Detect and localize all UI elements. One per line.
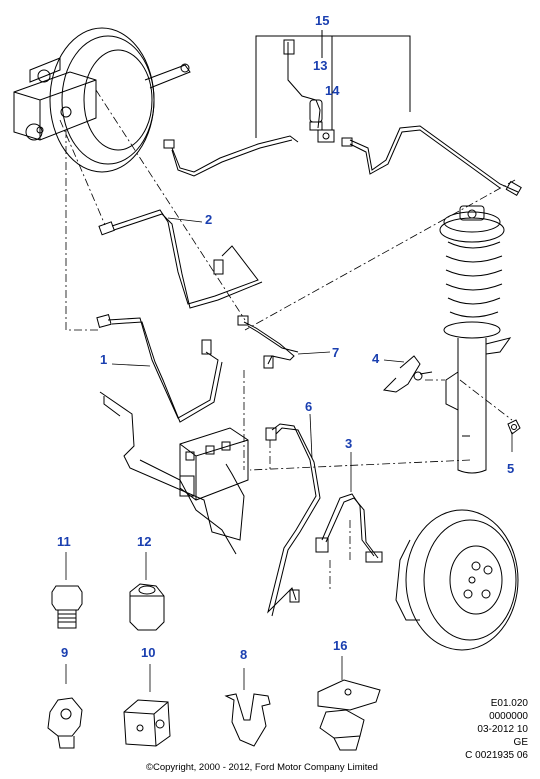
ref-line-1: E01.020 xyxy=(490,698,528,709)
bleed-screw-11 xyxy=(51,585,83,629)
callout-10: 10 xyxy=(141,645,156,660)
callout-13: 13 xyxy=(313,58,328,73)
callout-15: 15 xyxy=(315,13,330,28)
pressure-sensor-13 xyxy=(283,39,323,131)
reference-block: E01.020 0000000 03-2012 10 GE C 0021935 … xyxy=(408,697,528,762)
callout-6: 6 xyxy=(305,399,313,414)
callout-8: 8 xyxy=(240,647,248,662)
pipe-clip-9 xyxy=(47,697,83,749)
ref-line-3: 03-2012 10 xyxy=(477,724,528,735)
leader-lines xyxy=(59,89,516,590)
retaining-clip-8 xyxy=(224,693,271,747)
callout-14: 14 xyxy=(325,83,340,98)
nut-5 xyxy=(507,419,521,435)
copyright-notice: ©Copyright, 2000 - 2012, Ford Motor Comp… xyxy=(146,762,378,773)
abs-module xyxy=(99,391,249,555)
callout-12: 12 xyxy=(137,534,152,549)
callout-16: 16 xyxy=(333,638,348,653)
suspension-strut xyxy=(439,205,512,474)
master-cylinder xyxy=(13,57,97,141)
callout-7: 7 xyxy=(332,345,340,360)
callout-5: 5 xyxy=(507,461,515,476)
callout-leaders xyxy=(65,217,513,692)
brake-pipe-6 xyxy=(265,423,321,617)
brake-disc xyxy=(395,509,519,651)
ref-line-4: GE xyxy=(513,737,528,748)
union-nut-12 xyxy=(129,583,165,631)
bracket-4 xyxy=(382,355,433,393)
callout-2: 2 xyxy=(205,212,213,227)
brake-pipe-7 xyxy=(237,315,299,369)
callout-4: 4 xyxy=(372,351,380,366)
brake-pipe-1 xyxy=(96,314,223,423)
callout-11: 11 xyxy=(57,534,71,549)
callout-15-bracket xyxy=(255,30,411,138)
clip-16 xyxy=(317,679,381,751)
ref-line-5: C 0021935 06 xyxy=(465,750,528,761)
brake-booster xyxy=(49,27,191,173)
brake-pipe-15 xyxy=(163,125,522,197)
brake-pipe-2 xyxy=(98,209,263,309)
callout-9: 9 xyxy=(61,645,69,660)
callout-3: 3 xyxy=(345,436,353,451)
ref-line-2: 0000000 xyxy=(489,711,528,722)
brake-hose-3 xyxy=(315,493,383,563)
pipe-clip-10 xyxy=(123,699,171,747)
callout-1: 1 xyxy=(100,352,108,367)
clip-14 xyxy=(317,129,335,143)
